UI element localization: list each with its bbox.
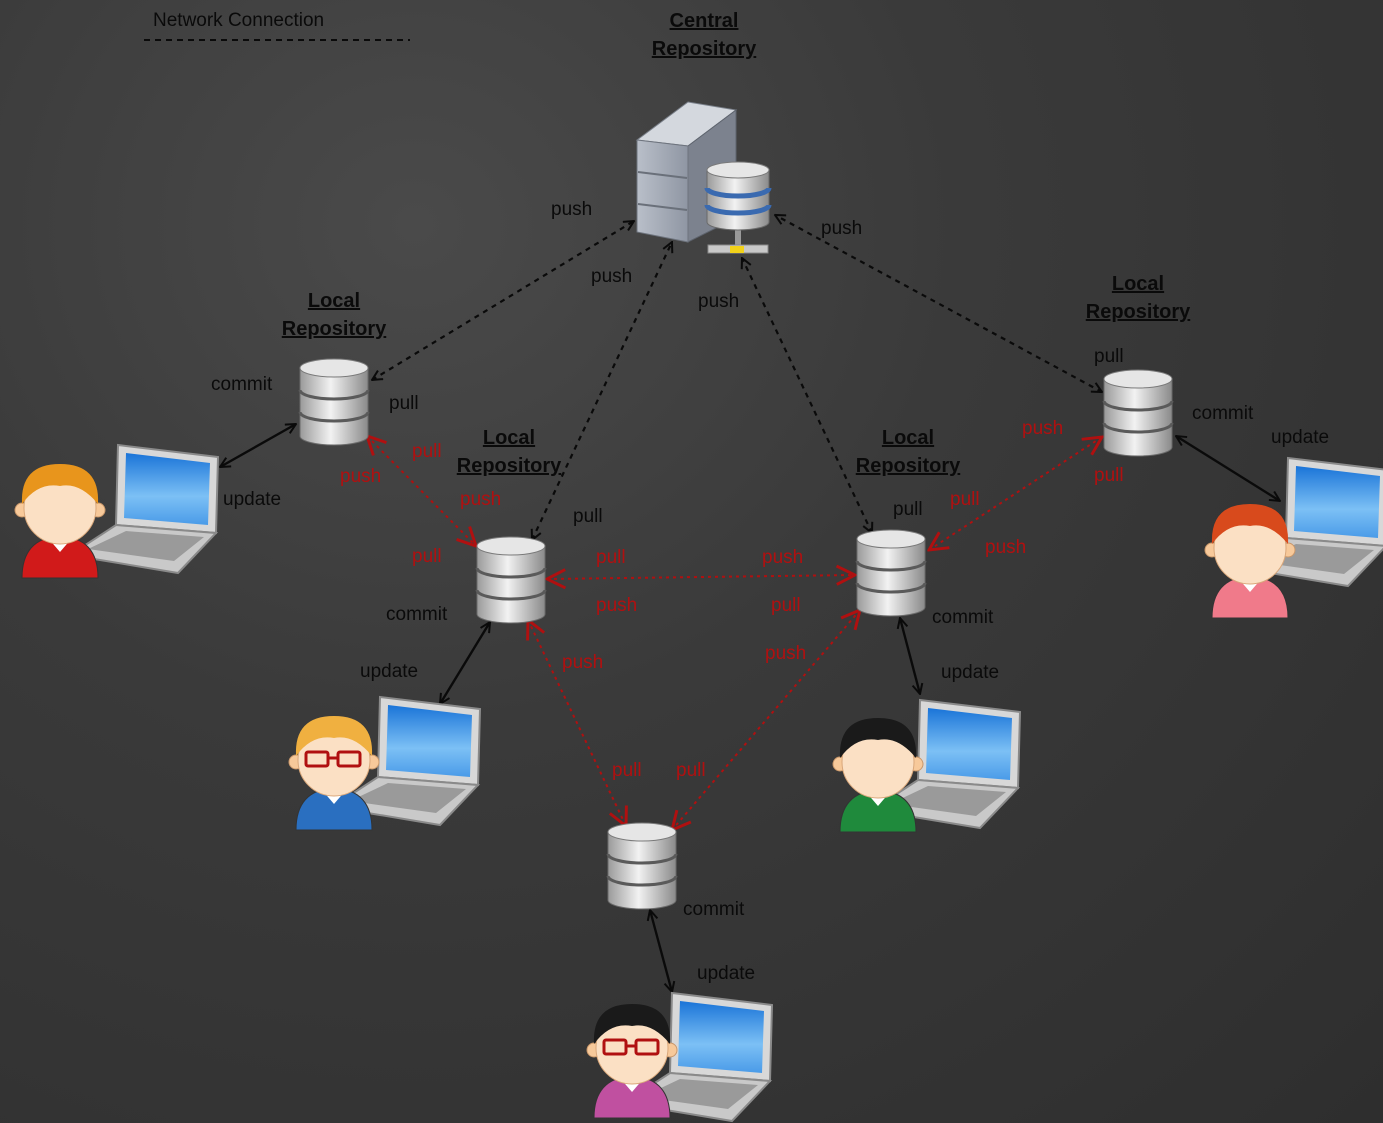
svg-text:pull: pull [950,489,980,510]
svg-text:update: update [1271,427,1329,448]
link-central-midleft [532,242,672,540]
user-icon [1204,504,1296,619]
local-repo-1-title-2: Repository [282,318,387,340]
network-links [372,215,1102,540]
svg-text:pull: pull [1094,346,1124,367]
commit-update-arrows [220,424,1280,992]
central-database-icon [704,161,772,254]
svg-text:commit: commit [932,607,994,628]
local-repo-3-database-icon [855,528,927,618]
svg-text:push: push [821,218,862,239]
svg-text:push: push [551,199,592,220]
local-repo-3-title-1: Local [882,427,934,449]
developers [14,464,1296,1119]
svg-text:pull: pull [676,760,706,781]
link-central-left [372,221,634,380]
local-repo-1-title-1: Local [308,290,360,312]
link-central-midright [742,258,872,533]
link-central-right [775,215,1102,392]
svg-text:push: push [591,266,632,287]
svg-text:pull: pull [1094,465,1124,486]
svg-text:push: push [596,595,637,616]
svg-text:update: update [223,489,281,510]
user-icon [288,716,380,831]
local-repo-2-database-icon [475,535,547,625]
local-repo-1-database-icon [298,357,370,447]
svg-text:update: update [941,662,999,683]
svg-text:push: push [460,489,501,510]
user-icon [14,464,106,579]
user-icon [832,718,924,833]
svg-text:push: push [985,537,1026,558]
svg-text:pull: pull [596,547,626,568]
svg-text:pull: pull [573,506,603,527]
svg-text:update: update [697,963,755,984]
local-repo-4-database-icon [1102,368,1174,458]
central-repo-title-2: Repository [652,38,757,60]
svg-text:pull: pull [893,499,923,520]
svg-text:push: push [562,652,603,673]
svg-text:push: push [1022,418,1063,439]
network-connection-legend: Network Connection [144,10,410,41]
local-repo-5-database-icon [606,821,678,911]
svg-text:pull: pull [771,595,801,616]
local-repo-4-title-1: Local [1112,273,1164,295]
svg-text:pull: pull [412,441,442,462]
svg-text:pull: pull [389,393,419,414]
svg-text:push: push [340,466,381,487]
central-repo-title-1: Central [670,10,739,32]
svg-text:commit: commit [683,899,745,920]
svg-text:commit: commit [386,604,448,625]
svg-text:push: push [698,291,739,312]
svg-text:pull: pull [412,546,442,567]
svg-text:update: update [360,661,418,682]
local-repo-3-title-2: Repository [856,455,961,477]
svg-text:commit: commit [1192,403,1254,424]
peer-links [367,436,1102,830]
svg-text:pull: pull [612,760,642,781]
local-repo-2-title-2: Repository [457,455,562,477]
network-connection-label: Network Connection [153,10,324,31]
user-icon [586,1004,678,1119]
local-repo-4-title-2: Repository [1086,301,1191,323]
peer-op-labels: pull push push pull pull push push pull … [340,418,1124,781]
network-op-labels: push push push push pull pull pull pull … [211,199,1329,984]
svg-text:commit: commit [211,374,273,395]
svg-text:push: push [762,547,803,568]
svg-text:push: push [765,643,806,664]
local-repo-2-title-1: Local [483,427,535,449]
